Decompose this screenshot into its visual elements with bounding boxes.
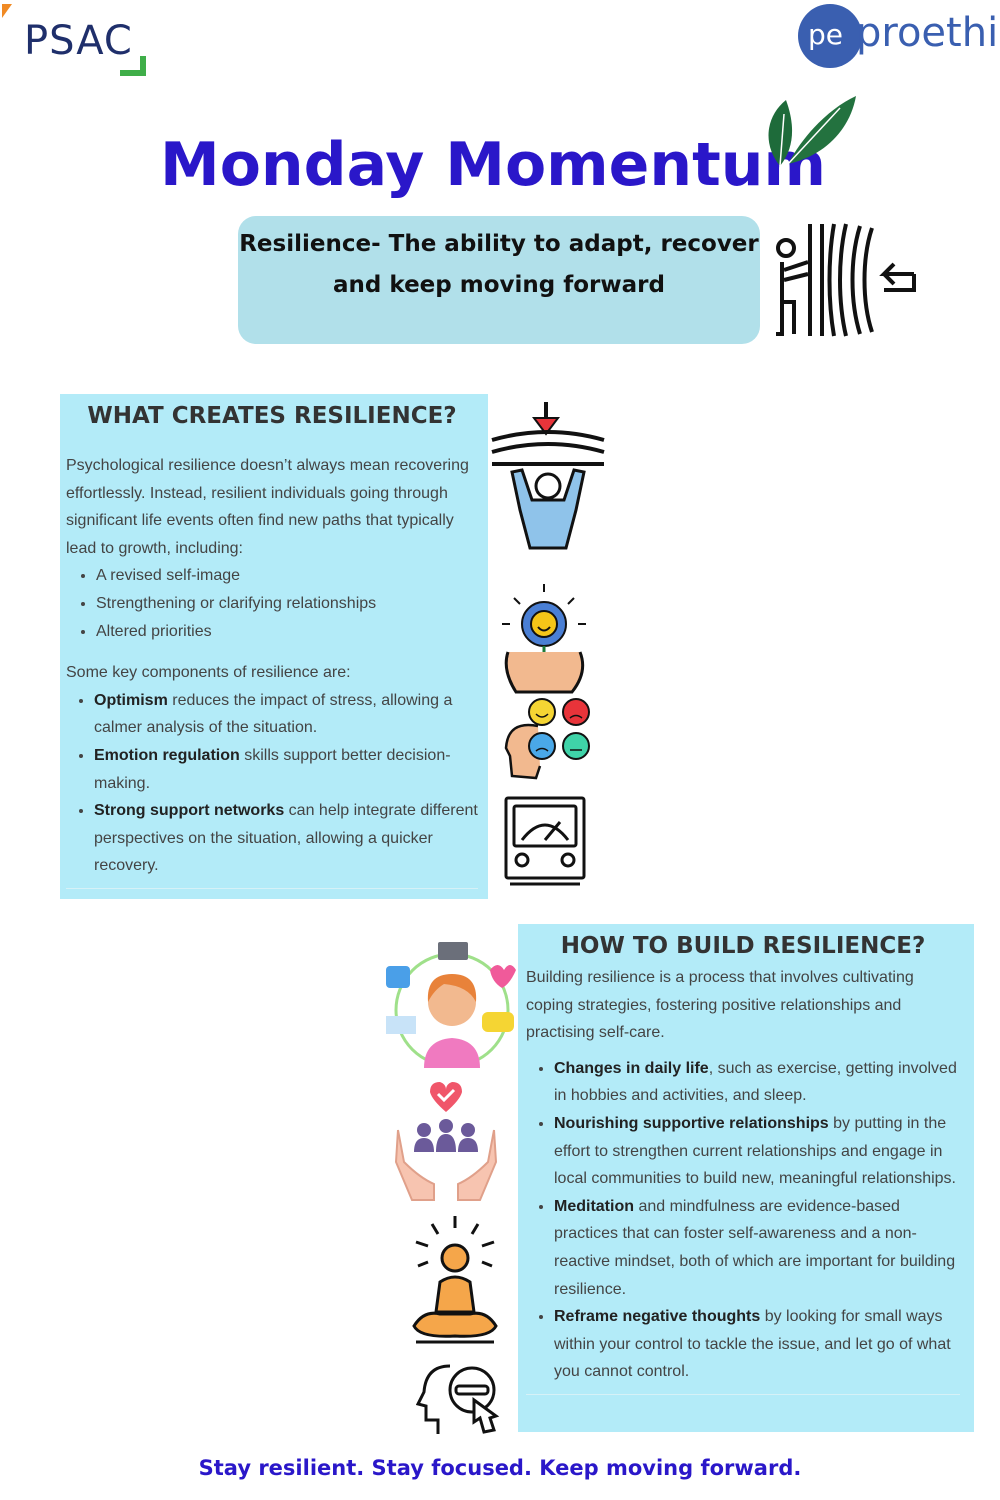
list-item: A revised self-image [96, 562, 478, 590]
list-item: Strong support networks can help integra… [94, 797, 478, 880]
proethic-logo-text: proethic [856, 10, 1000, 56]
growth-mind-icon [502, 584, 586, 694]
list-item-text: by putting in the effort to strengthen c… [554, 1114, 956, 1188]
section-1-intro: Psychological resilience doesn’t always … [66, 457, 469, 557]
meditation-icon [412, 1216, 498, 1344]
list-item: Emotion regulation skills support better… [94, 742, 478, 797]
section-1-heading: WHAT CREATES RESILIENCE? [87, 403, 457, 429]
list-item-text: skills support better decision-making. [94, 746, 451, 792]
list-item-bold: Reframe negative thoughts [554, 1308, 761, 1326]
gauge-meter-icon [504, 796, 586, 886]
definition-line-2: and keep moving forward [333, 272, 665, 298]
list-item-bold: Meditation [554, 1197, 634, 1215]
list-item-bold: Optimism [94, 691, 168, 709]
self-care-woman-icon [386, 942, 516, 1068]
definition-box: Resilience- The ability to adapt, recove… [238, 216, 760, 344]
list-item-text: , such as exercise, getting involved in … [554, 1059, 957, 1105]
psac-corner-green [120, 56, 146, 76]
list-item-text: reduces the impact of stress, allowing a… [94, 691, 453, 737]
components-list: Optimism reduces the impact of stress, a… [66, 687, 478, 880]
community-support-icon [394, 1082, 498, 1201]
how-to-build-resilience-panel: HOW TO BUILD RESILIENCE? Building resili… [518, 924, 974, 1432]
section-2-heading: HOW TO BUILD RESILIENCE? [560, 933, 926, 959]
definition-line-1: Resilience- The ability to adapt, recove… [239, 231, 759, 257]
emotions-head-icon [504, 698, 590, 780]
list-item: Altered priorities [96, 618, 478, 646]
list-item-text: can help integrate different perspective… [94, 802, 478, 875]
what-creates-resilience-panel: WHAT CREATES RESILIENCE? Psychological r… [60, 394, 488, 899]
components-intro: Some key components of resilience are: [66, 664, 351, 682]
list-item: Nourishing supportive relationships by p… [554, 1110, 960, 1193]
list-item: Meditation and mindfulness are evidence-… [554, 1193, 960, 1303]
pressure-person-icon [491, 402, 605, 550]
list-item-bold: Strong support networks [94, 802, 285, 820]
list-item-text: by looking for small ways within your co… [554, 1308, 951, 1381]
list-item-bold: Emotion regulation [94, 746, 240, 764]
footer-tagline: Stay resilient. Stay focused. Keep movin… [198, 1456, 802, 1480]
proethic-logo-mark [798, 4, 862, 68]
list-item: Optimism reduces the impact of stress, a… [94, 687, 478, 742]
psac-corner-orange [2, 4, 12, 18]
list-item: Strengthening or clarifying relationship… [96, 590, 478, 618]
list-item: Reframe negative thoughts by looking for… [554, 1303, 960, 1386]
mind-control-icon [416, 1364, 500, 1434]
proethic-logo-mark-text: pe [808, 18, 843, 51]
list-item-bold: Nourishing supportive relationships [554, 1114, 829, 1132]
page-title: Monday Momentum [160, 130, 827, 200]
push-against-wall-icon [776, 223, 916, 337]
divider [526, 1393, 960, 1395]
build-resilience-list: Changes in daily life, such as exercise,… [526, 1055, 960, 1386]
section-2-intro: Building resilience is a process that in… [526, 969, 914, 1042]
divider [66, 887, 478, 889]
leaf-icon [768, 96, 856, 167]
list-item-bold: Changes in daily life [554, 1059, 709, 1077]
list-item: Changes in daily life, such as exercise,… [554, 1055, 960, 1110]
growth-list: A revised self-image Strengthening or cl… [66, 562, 478, 645]
list-item-text: and mindfulness are evidence-based pract… [554, 1197, 956, 1298]
psac-logo-text: PSAC [24, 18, 133, 64]
psac-logo: PSAC [0, 0, 160, 80]
